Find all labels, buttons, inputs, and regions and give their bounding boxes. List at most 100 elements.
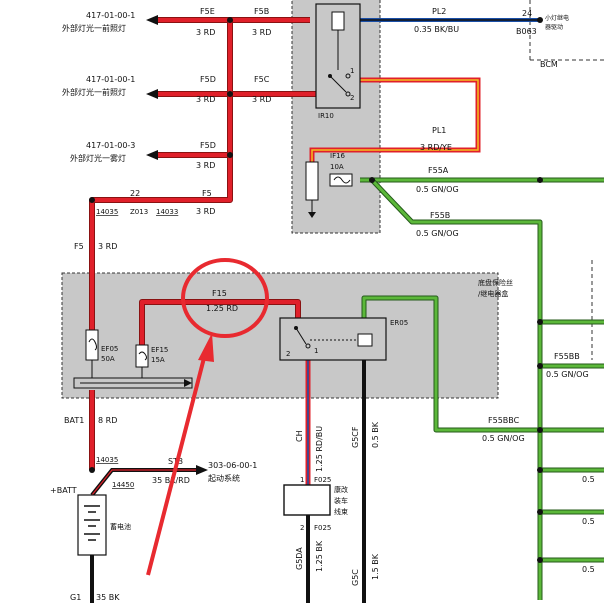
st3-wire xyxy=(90,468,198,497)
pl1-wire xyxy=(309,77,481,178)
f5-left-label: F5 xyxy=(74,242,84,251)
target3-code: 417-01-00-3 xyxy=(86,141,135,150)
bcm-func-1: 小灯继电 xyxy=(545,14,569,22)
right-spec-c: 0.5 xyxy=(582,565,595,574)
bcm-func-2: 器驱动 xyxy=(545,24,563,31)
g5c-name: G5C xyxy=(351,569,360,586)
ir10-pin2: 2 xyxy=(350,94,354,102)
ir10-relay xyxy=(315,3,361,109)
ef15-fuse xyxy=(135,344,149,368)
f5c-name: F5C xyxy=(254,75,270,84)
ef05-fuse xyxy=(85,329,99,361)
if16-rating: 10A xyxy=(330,163,344,171)
bcm-conn: B063 xyxy=(516,27,537,36)
f55b-spec: 0.5 GN/OG xyxy=(416,229,459,238)
annotation-overlay xyxy=(146,258,269,576)
f025-pin-bottom: 2 xyxy=(300,524,304,532)
pl1-name: PL1 xyxy=(432,126,446,135)
bcm-pin: 24 xyxy=(522,9,532,18)
f5e-name: F5E xyxy=(200,7,215,16)
ch-spec: 1.25 RD/BU xyxy=(315,426,324,472)
bus-bar-arrowhead xyxy=(184,379,192,387)
annotation-circle xyxy=(181,258,269,338)
annotation-arrowhead xyxy=(198,333,214,362)
f025-line1: 康改 xyxy=(334,485,348,494)
f55b-name: F55B xyxy=(430,211,450,220)
f5c-spec: 3 RD xyxy=(252,95,271,104)
f5b-name: F5B xyxy=(254,7,269,16)
ef05-rating: 50A xyxy=(101,355,115,363)
f15-wire xyxy=(139,299,301,345)
splice-14035: 14035 xyxy=(96,208,118,216)
ef15-rating: 15A xyxy=(151,356,165,364)
black-wires xyxy=(90,345,366,603)
right-spec-b: 0.5 xyxy=(582,517,595,526)
battery-name: 蓄电池 xyxy=(110,522,131,531)
chassis-box-line2: /继电器盒 xyxy=(478,289,508,298)
f55bb-spec: 0.5 GN/OG xyxy=(546,370,589,379)
target1-code: 417-01-00-1 xyxy=(86,11,135,20)
ch-name: CH xyxy=(295,430,304,442)
target2-desc: 外部灯光一前照灯 xyxy=(62,87,126,97)
start-desc: 起动系统 xyxy=(208,473,240,483)
er05-relay xyxy=(279,317,387,361)
f5-left-spec: 3 RD xyxy=(98,242,117,251)
splice-14035-bottom: 14035 xyxy=(96,456,118,464)
battery-label: +BATT xyxy=(50,486,77,495)
pl1-spec: 3 RD/YE xyxy=(420,143,452,152)
pl2-name: PL2 xyxy=(432,7,446,16)
er05-label: ER05 xyxy=(390,319,408,327)
g5da-spec: 1.25 BK xyxy=(315,540,324,572)
g5cf-spec: 0.5 BK xyxy=(371,421,380,448)
f5e-spec: 3 RD xyxy=(196,28,215,37)
splice-22: 22 xyxy=(130,189,140,198)
f5d-mid-name: F5D xyxy=(200,141,216,150)
er05-pin1: 1 xyxy=(314,347,318,355)
chassis-box-line1: 底盘保险丝 xyxy=(478,278,513,287)
er05-pin2: 2 xyxy=(286,350,290,358)
f5d-top-spec: 3 RD xyxy=(196,95,215,104)
g5cf-name: G5CF xyxy=(351,426,360,448)
f025-conn-bottom: F025 xyxy=(314,524,331,532)
green-wires xyxy=(360,177,604,600)
f15-spec: 1.25 RD xyxy=(206,304,238,313)
splice-z013: Z013 xyxy=(130,208,148,216)
ef05-label: EF05 xyxy=(101,345,118,353)
splice-dots xyxy=(89,17,543,563)
bat1-spec: 8 RD xyxy=(98,416,117,425)
f55bbc-spec: 0.5 GN/OG xyxy=(482,434,525,443)
annotation-arrow-line xyxy=(146,357,206,576)
f025-line2: 装车 xyxy=(334,496,348,505)
f55a-spec: 0.5 GN/OG xyxy=(416,185,459,194)
battery-symbol xyxy=(77,494,107,556)
f025-conn-top: F025 xyxy=(314,476,331,484)
f55bb-name: F55BB xyxy=(554,352,580,361)
splice-14033: 14033 xyxy=(156,208,178,216)
bat1-name: BAT1 xyxy=(64,416,84,425)
f15-name: F15 xyxy=(212,289,227,298)
f025-connector xyxy=(283,484,331,516)
if16-label: IF16 xyxy=(330,152,346,160)
f55bbc-name: F55BBC xyxy=(488,416,520,425)
f55a-name: F55A xyxy=(428,166,449,175)
g5c-spec: 1.5 BK xyxy=(371,553,380,580)
arrowheads xyxy=(146,15,208,475)
f5-spec: 3 RD xyxy=(196,207,215,216)
g5da-name: G5DA xyxy=(295,547,304,570)
f025-line3: 线束 xyxy=(334,507,348,516)
target1-desc: 外部灯光一前照灯 xyxy=(62,23,126,33)
g1-spec: 35 BK xyxy=(96,593,120,602)
g1-name: G1 xyxy=(70,593,81,602)
target2-code: 417-01-00-1 xyxy=(86,75,135,84)
splice-14450: 14450 xyxy=(112,481,134,489)
start-code: 303-06-00-1 xyxy=(208,461,257,470)
target3-desc: 外部灯光一雾灯 xyxy=(70,153,126,163)
ir10-pin1: 1 xyxy=(350,67,354,75)
ir10-label: IR10 xyxy=(318,112,334,120)
f5d-mid-spec: 3 RD xyxy=(196,161,215,170)
ef15-label: EF15 xyxy=(151,346,168,354)
f025-pin-top: 1 xyxy=(300,476,304,484)
pl2-spec: 0.35 BK/BU xyxy=(414,25,459,34)
right-spec-a: 0.5 xyxy=(582,475,595,484)
